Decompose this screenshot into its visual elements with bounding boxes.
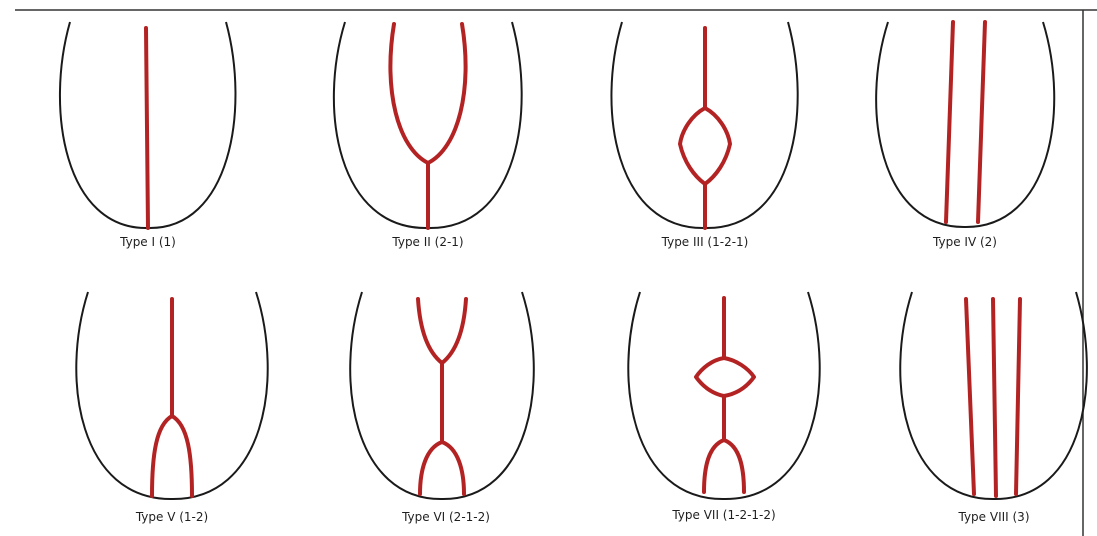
diagram-label: Type VI (2-1-2): [401, 510, 490, 524]
canal-path: [705, 108, 730, 184]
canal-path: [420, 442, 442, 494]
canal-path: [993, 299, 996, 496]
canal-path: [418, 299, 442, 363]
canal-path: [442, 299, 466, 363]
canal-path: [428, 24, 466, 163]
diagram-label: Type V (1-2): [135, 510, 208, 524]
diagram-type-iv: Type IV (2): [876, 22, 1054, 249]
diagram-label: Type I (1): [119, 235, 176, 249]
canal-path: [172, 416, 192, 496]
canal-path: [152, 416, 172, 496]
canal-path: [390, 24, 428, 163]
diagram-type-vi: Type VI (2-1-2): [350, 292, 534, 524]
diagram-label: Type II (2-1): [391, 235, 463, 249]
canal-path: [680, 108, 705, 184]
diagram-type-i: Type I (1): [60, 22, 236, 249]
canal-path: [946, 22, 953, 222]
canal-path: [1016, 299, 1020, 494]
diagram-label: Type VII (1-2-1-2): [671, 508, 775, 522]
diagram-label: Type III (1-2-1): [661, 235, 749, 249]
diagram-type-vii: Type VII (1-2-1-2): [628, 292, 819, 522]
canal-path: [978, 22, 985, 222]
canal-path: [724, 440, 744, 492]
diagram-type-ii: Type II (2-1): [334, 22, 522, 249]
canal-path: [724, 358, 754, 396]
canal-path: [146, 28, 148, 228]
tooth-outline: [876, 22, 1054, 227]
canal-path: [442, 442, 464, 494]
diagram-type-iii: Type III (1-2-1): [611, 22, 797, 249]
canal-path: [704, 440, 724, 492]
diagram-type-v: Type V (1-2): [76, 292, 267, 524]
diagram-label: Type IV (2): [932, 235, 997, 249]
canal-path: [696, 358, 724, 396]
diagram-type-viii: Type VIII (3): [900, 292, 1087, 524]
diagram-label: Type VIII (3): [957, 510, 1029, 524]
canal-path: [966, 299, 974, 494]
